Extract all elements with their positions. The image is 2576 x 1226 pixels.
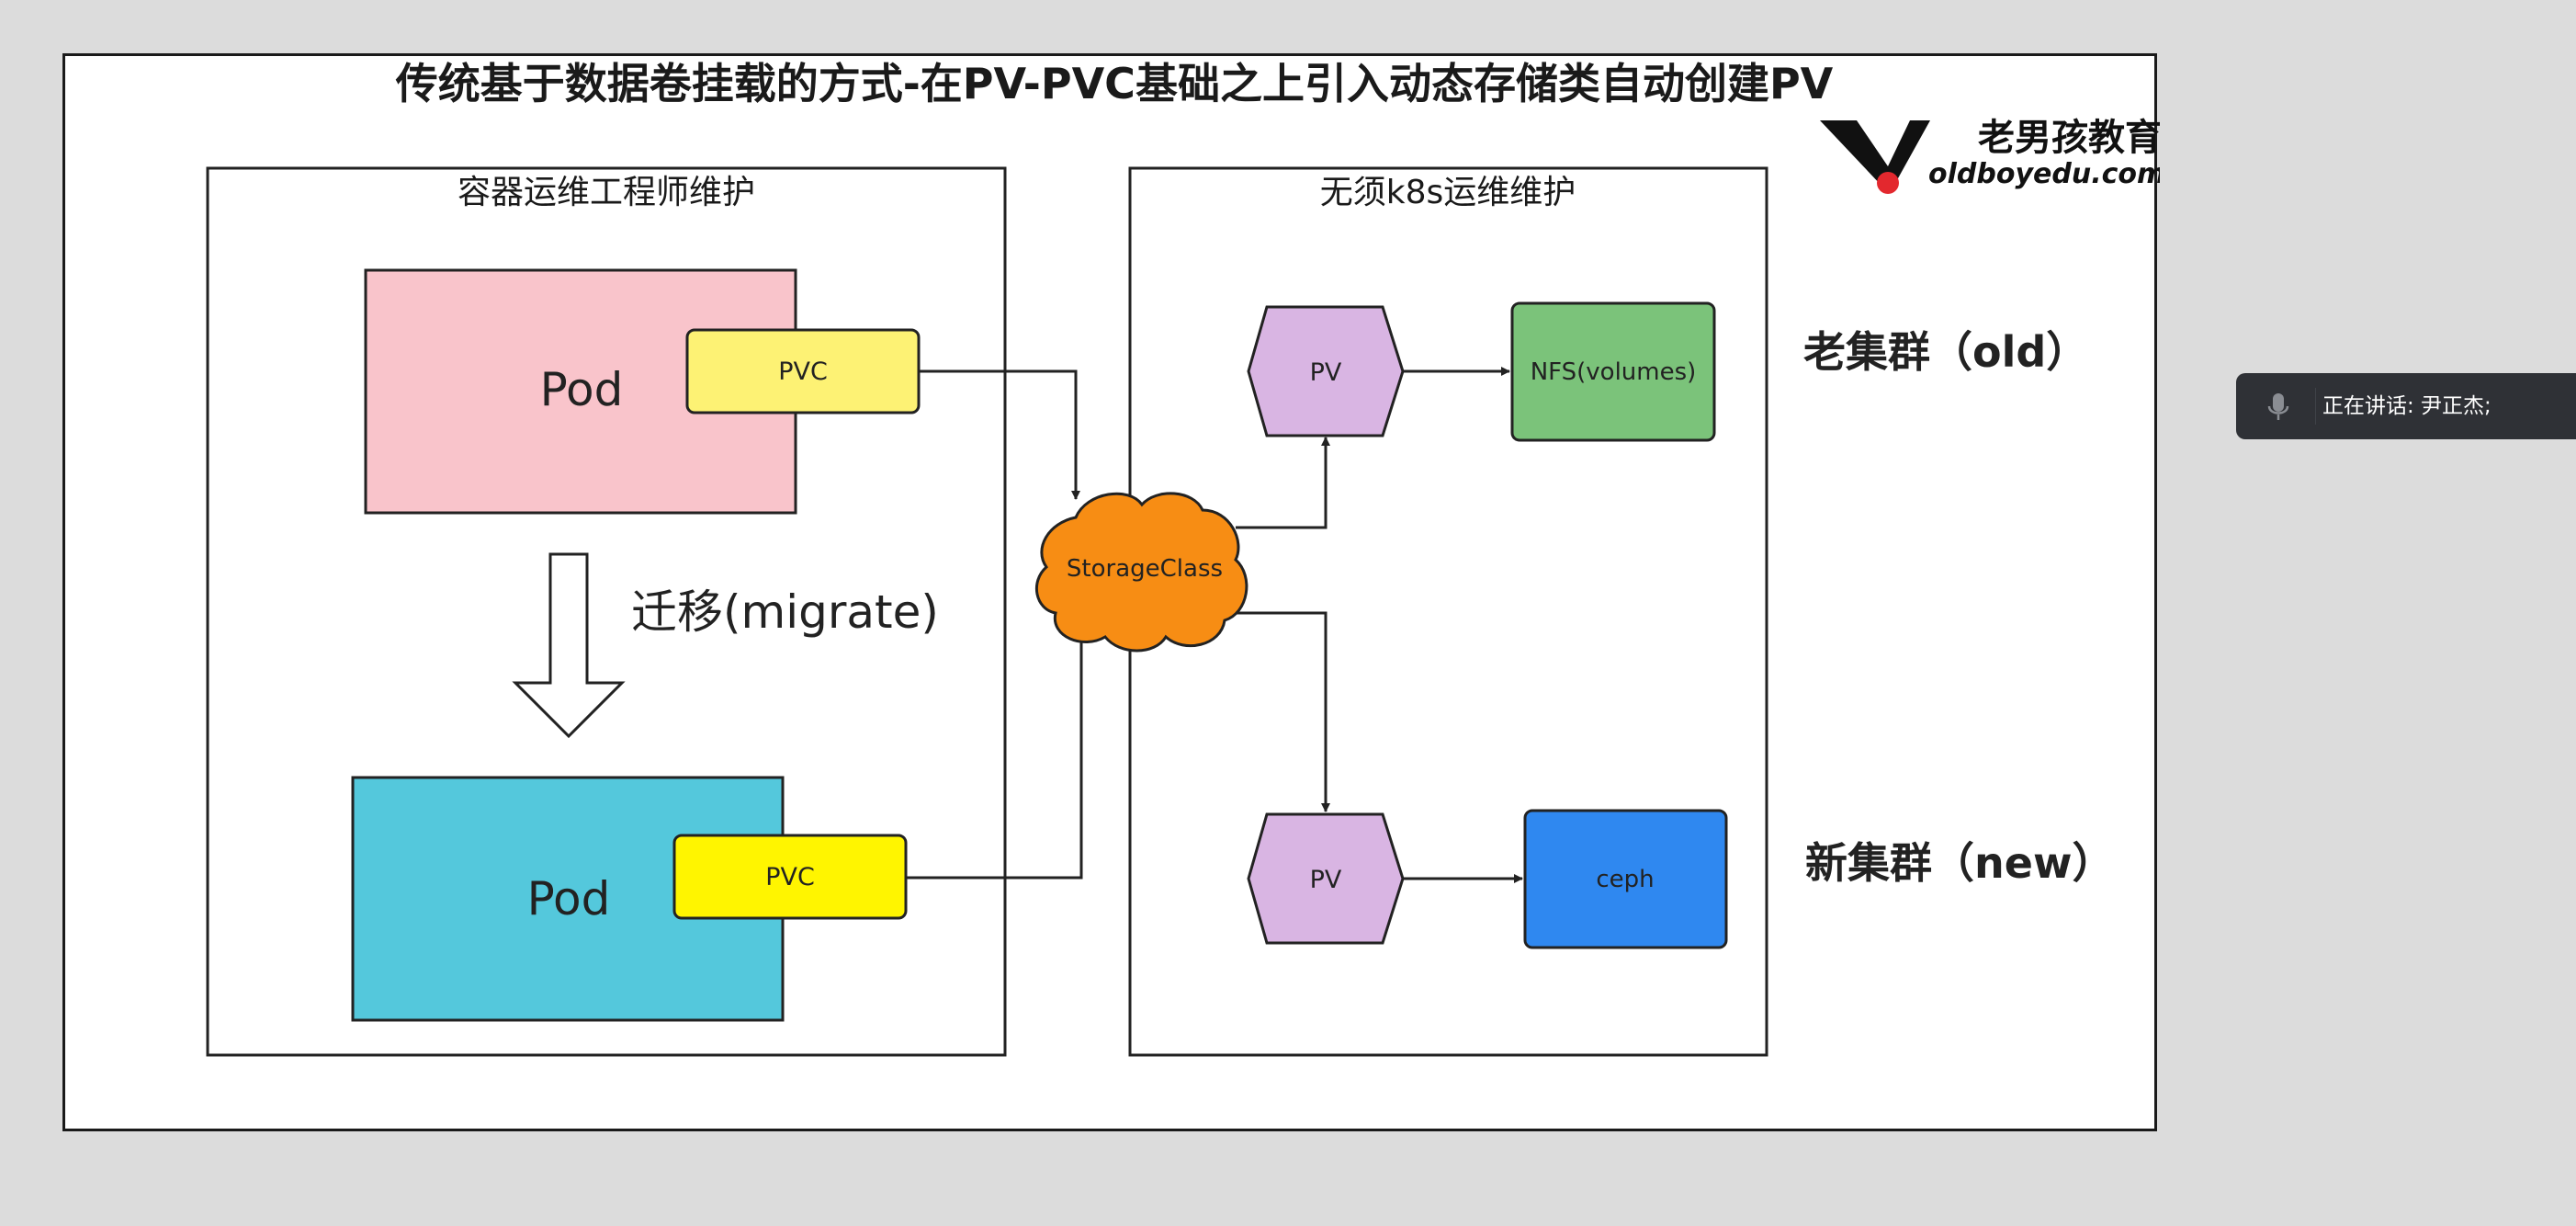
cluster-new-label: 新集群（new）: [1805, 838, 2114, 888]
slide-title: 传统基于数据卷挂载的方式-在PV-PVC基础之上引入动态存储类自动创建PV: [395, 59, 1834, 108]
storageclass-label: StorageClass: [1067, 555, 1223, 583]
migrate-down-arrow: [512, 552, 626, 739]
cluster-old-label: 老集群（old）: [1803, 327, 2088, 377]
pv-bottom-label: PV: [1310, 866, 1342, 894]
speaker-bar-divider: [2315, 388, 2316, 425]
pvc-bottom-label: PVC: [765, 863, 815, 891]
oldboyedu-logo: 老男孩教育 oldboyedu.com: [1820, 117, 2160, 194]
logo-brand-text: 老男孩教育: [1978, 117, 2160, 159]
pod-bottom-label: Pod: [527, 872, 611, 925]
logo-v-mark: [1820, 120, 1930, 187]
logo-url-text: oldboyedu.com: [1928, 158, 2160, 190]
connector-pvc-bottom-to-storageclass: [906, 632, 1086, 880]
pvc-top-label: PVC: [778, 358, 828, 386]
ceph-box: [1523, 809, 1728, 949]
pv-top-label: PV: [1310, 358, 1342, 387]
left-panel-title: 容器运维工程师维护: [458, 174, 755, 211]
pod-top-label: Pod: [540, 363, 624, 416]
ceph-label: ceph: [1596, 866, 1654, 893]
microphone-icon[interactable]: [2260, 386, 2297, 426]
storageclass-cloud-shape: [1035, 492, 1248, 653]
right-panel-title: 无须k8s运维维护: [1320, 174, 1576, 211]
connector-pvc-top-to-storageclass: [919, 369, 1080, 500]
architecture-diagram: 传统基于数据卷挂载的方式-在PV-PVC基础之上引入动态存储类自动创建PV 老男…: [206, 59, 2160, 1057]
nfs-volume-box: [1510, 301, 1716, 442]
logo-red-dot: [1877, 172, 1899, 194]
nfs-volume-label: NFS(volumes): [1531, 358, 1697, 386]
pv-top-hexagon: [1247, 305, 1405, 437]
connector-storageclass-to-pv-bottom: [1236, 611, 1330, 812]
connector-storageclass-to-pv-top: [1236, 437, 1330, 529]
pv-bottom-hexagon: [1247, 812, 1405, 945]
left-panel: [206, 166, 1007, 1057]
active-speaker-text: 正在讲话: 尹正杰;: [2322, 394, 2491, 418]
slide-canvas: 传统基于数据卷挂载的方式-在PV-PVC基础之上引入动态存储类自动创建PV 老男…: [62, 53, 2160, 1131]
active-speaker-bar: 正在讲话: 尹正杰;: [2236, 373, 2576, 439]
migrate-label: 迁移(migrate): [631, 585, 939, 639]
storageclass-cloud: StorageClass: [1035, 492, 1248, 653]
